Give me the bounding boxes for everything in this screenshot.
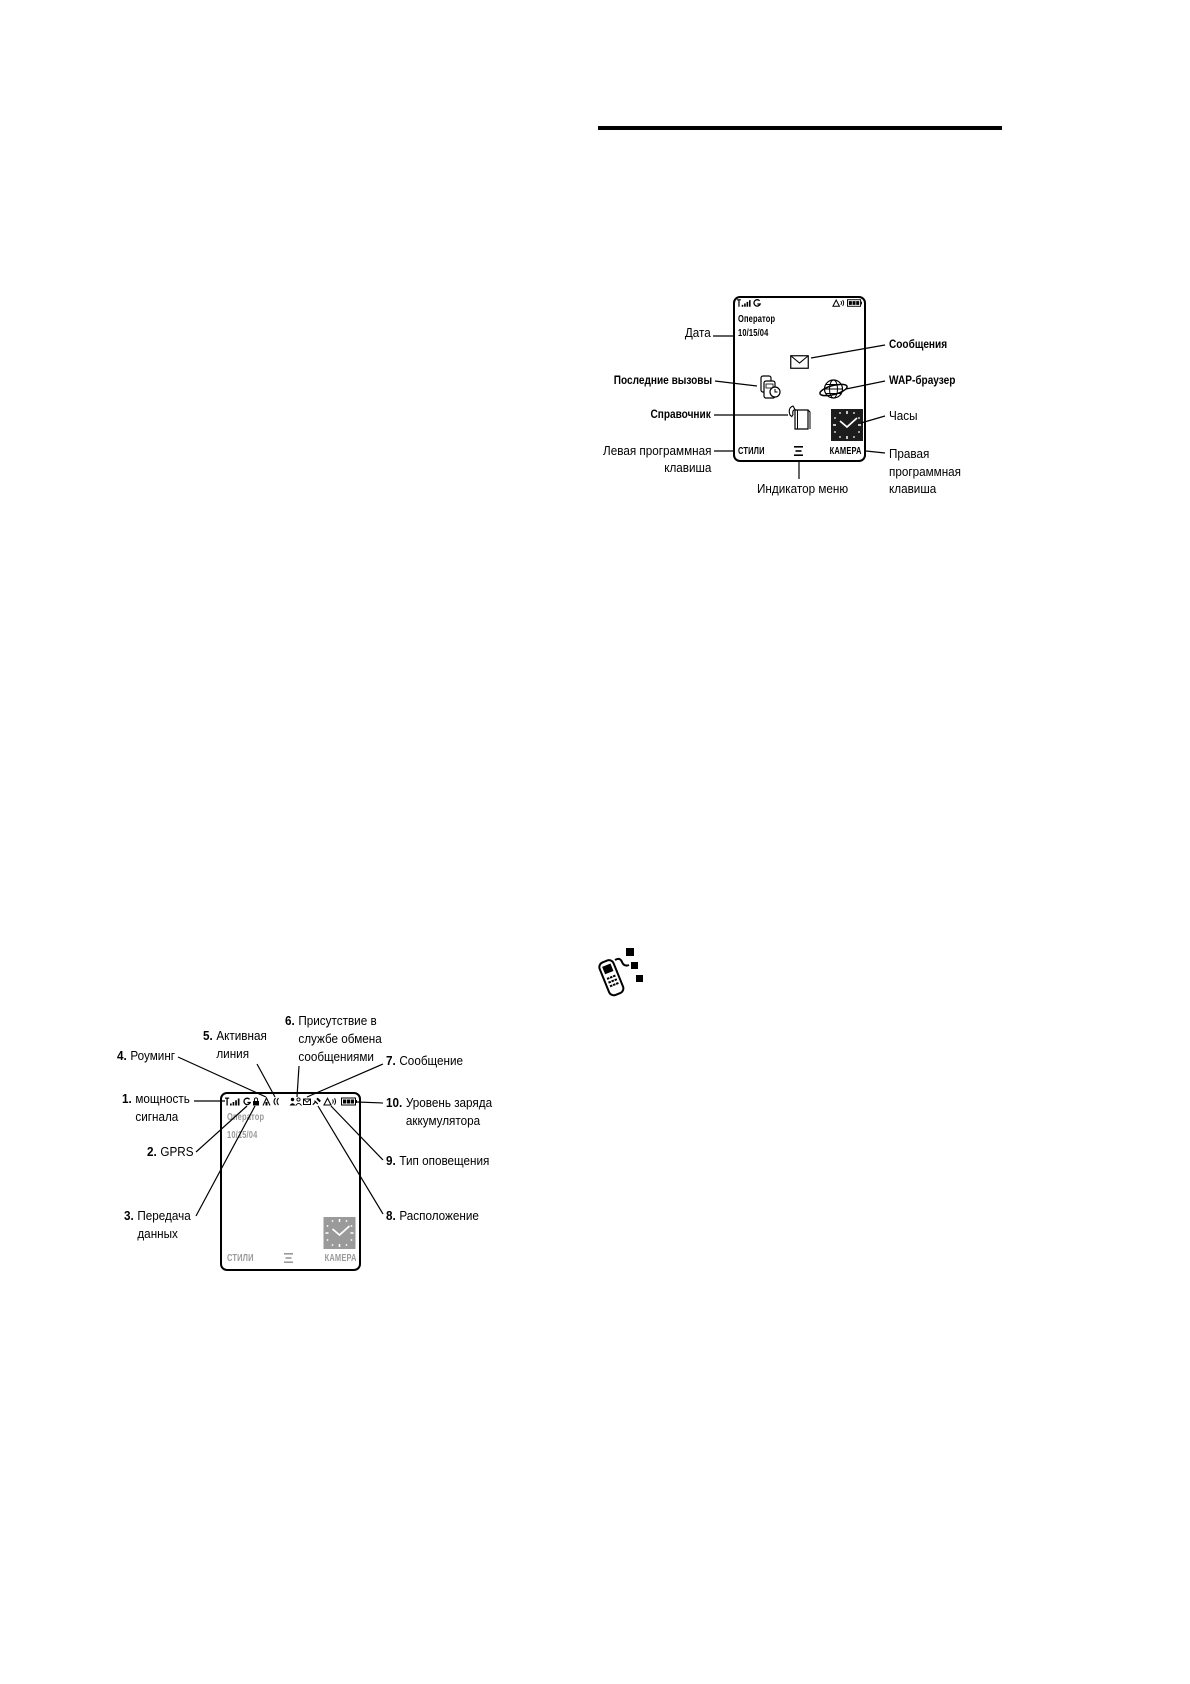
screen-date: 10/15/04 <box>227 1130 258 1141</box>
callout-text: аккумулятора <box>405 1113 481 1128</box>
roaming-icon <box>262 1097 271 1106</box>
callout-date: Дата <box>685 325 711 340</box>
left-soft-key: СТИЛИ <box>227 1253 254 1264</box>
message-icon <box>303 1097 311 1106</box>
location-icon <box>312 1097 321 1106</box>
clock-icon <box>323 1217 356 1249</box>
callout-text: Активная <box>216 1028 267 1043</box>
callout-clock: Часы <box>889 408 918 423</box>
active-line-icon <box>272 1097 280 1106</box>
callout-right-soft-key-line: программная <box>889 463 962 479</box>
callout-text: Роуминг <box>130 1048 176 1063</box>
menu-indicator-icon <box>284 1253 293 1263</box>
callout-messages: Сообщения <box>889 337 948 351</box>
menu-indicator-icon <box>794 446 803 456</box>
signal-strength-icon <box>225 1097 241 1106</box>
callout-text: мощность <box>135 1091 190 1106</box>
carrier-name: Оператор <box>227 1112 265 1123</box>
callout-alert-type: 9. Тип оповещения <box>386 1152 489 1170</box>
wap-browser-icon <box>818 377 849 401</box>
data-transfer-icon <box>252 1097 260 1106</box>
callout-right-soft-key-line: клавиша <box>889 481 937 496</box>
leader-line-roaming <box>177 1056 267 1098</box>
recent-calls-icon <box>759 375 781 400</box>
callout-text: сообщениями <box>298 1049 374 1064</box>
callout-location: 8. Расположение <box>386 1207 479 1225</box>
presence-icon <box>289 1097 302 1106</box>
callout-menu-indicator: Индикатор меню <box>757 481 849 496</box>
alert-type-icon <box>832 299 845 307</box>
callout-number: 5. <box>203 1028 213 1043</box>
phone-tip-icon <box>598 948 646 1003</box>
callout-text: данных <box>137 1226 178 1241</box>
callout-left-soft-key: Левая программная клавиша <box>603 442 711 476</box>
phonebook-icon <box>787 405 811 430</box>
callout-recent-calls: Последние вызовы <box>613 373 712 387</box>
right-soft-key: КАМЕРА <box>325 1253 357 1264</box>
callout-number: 1. <box>122 1091 132 1106</box>
callout-phonebook: Справочник <box>650 407 711 421</box>
callout-left-soft-key-line: Левая программная <box>602 443 711 458</box>
callout-text: Расположение <box>399 1208 479 1223</box>
leader-line-right-soft-key <box>865 450 886 454</box>
callout-text: Присутствие в <box>298 1013 377 1028</box>
callout-text: Уровень заряда <box>405 1095 493 1110</box>
callout-text: GPRS <box>160 1144 194 1159</box>
callout-number: 7. <box>386 1053 396 1068</box>
callout-text: Тип оповещения <box>399 1153 490 1168</box>
callout-text: службе обмена <box>298 1031 382 1046</box>
callout-left-soft-key-line: клавиша <box>663 460 711 475</box>
callout-number: 10. <box>386 1095 403 1110</box>
status-screen-display: Оператор 10/15/04 СТИЛИ КАМЕРА <box>220 1092 361 1271</box>
home-screen-display: Оператор 10/15/04 СТИЛИ КАМЕРА <box>733 296 866 462</box>
callout-battery-level: 10. Уровень заряда аккумулятора <box>386 1094 492 1130</box>
screen-date: 10/15/04 <box>738 328 769 339</box>
alert-type-icon <box>323 1097 337 1106</box>
callout-signal-strength: 1. мощность сигнала <box>122 1090 190 1126</box>
message-icon <box>790 355 809 369</box>
callout-right-soft-key: Правая программная клавиша <box>889 445 961 498</box>
callout-number: 2. <box>147 1144 157 1159</box>
gprs-icon <box>243 1097 251 1106</box>
callout-number: 9. <box>386 1153 396 1168</box>
callout-text: линия <box>216 1046 250 1061</box>
callout-text: Передача <box>137 1208 191 1223</box>
callout-presence: 6. Присутствие в службе обмена сообщениями <box>285 1012 382 1066</box>
callout-text: Сообщение <box>399 1053 464 1068</box>
callout-message: 7. Сообщение <box>386 1052 463 1070</box>
left-soft-key: СТИЛИ <box>738 446 765 457</box>
callout-number: 8. <box>386 1208 396 1223</box>
callout-wap-browser: WAP-браузер <box>889 373 956 387</box>
callout-number: 4. <box>117 1048 127 1063</box>
right-soft-key: КАМЕРА <box>830 446 862 457</box>
callout-number: 6. <box>285 1013 295 1028</box>
callout-right-soft-key-line: Правая <box>889 446 930 461</box>
callout-active-line: 5. Активная линия <box>203 1027 267 1063</box>
gprs-icon <box>753 299 761 307</box>
callout-gprs: 2. GPRS <box>147 1143 194 1161</box>
signal-strength-icon <box>737 299 752 307</box>
battery-icon <box>341 1097 357 1106</box>
clock-icon <box>831 409 863 441</box>
callout-roaming: 4. Роуминг <box>117 1047 175 1065</box>
section-rule <box>598 126 1002 130</box>
carrier-name: Оператор <box>738 314 776 325</box>
callout-text: сигнала <box>135 1109 179 1124</box>
battery-icon <box>847 299 862 307</box>
callout-number: 3. <box>124 1208 134 1223</box>
callout-data-transfer: 3. Передача данных <box>124 1207 191 1243</box>
